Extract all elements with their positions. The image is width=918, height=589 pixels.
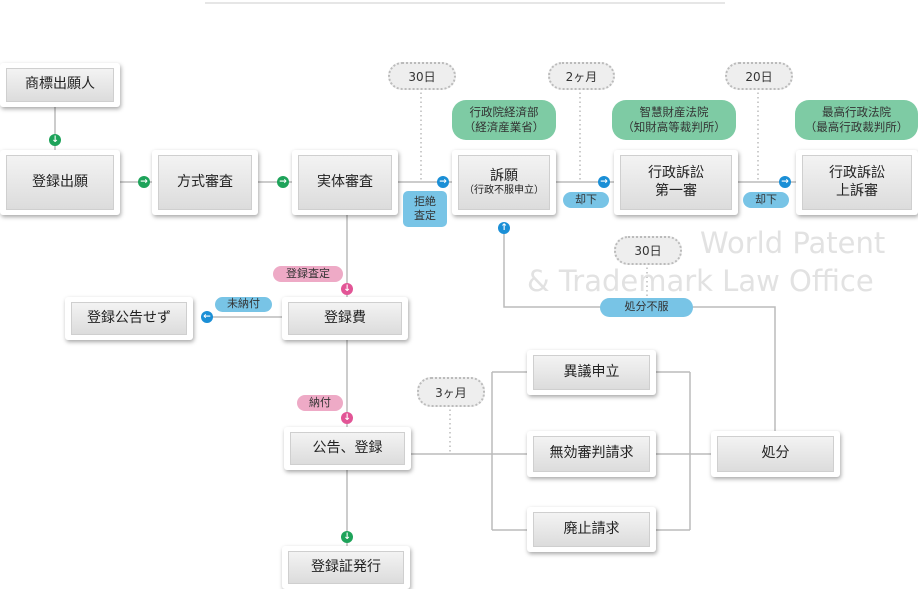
box-upper-instance: 行政訴訟上訴審 bbox=[796, 150, 918, 215]
box-substantive-exam: 実体審査 bbox=[292, 150, 398, 215]
agency-supreme-court: 最高行政法院（最高行政裁判所） bbox=[795, 100, 918, 140]
period-3-months: 3ヶ月 bbox=[417, 377, 485, 407]
arrow-down-icon: ↓ bbox=[341, 412, 353, 424]
box-disposition: 処分 bbox=[711, 431, 840, 477]
period-2-months: 2ヶ月 bbox=[548, 62, 615, 90]
box-publication: 公告、登録 bbox=[284, 427, 411, 470]
arrow-down-icon: ↓ bbox=[49, 134, 61, 146]
connector-lines bbox=[54, 2, 796, 546]
label-dismissal-1: 却下 bbox=[563, 192, 609, 208]
label-dispute: 処分不服 bbox=[600, 298, 693, 317]
box-formal-exam: 方式審査 bbox=[152, 150, 258, 215]
box-cancellation: 廃止請求 bbox=[527, 507, 656, 552]
arrow-right-icon: → bbox=[779, 176, 791, 188]
box-registration-fee: 登録費 bbox=[282, 297, 408, 340]
period-30-days: 30日 bbox=[388, 62, 456, 90]
box-certificate: 登録証発行 bbox=[282, 546, 410, 589]
label-grant: 登録査定 bbox=[273, 266, 343, 282]
label-rejection: 拒絶査定 bbox=[403, 191, 447, 227]
period-20-days: 20日 bbox=[725, 62, 793, 90]
label-dismissal-2: 却下 bbox=[743, 192, 789, 208]
label-unpaid: 未納付 bbox=[215, 297, 272, 312]
agency-ip-court: 智慧財産法院（知財高等裁判所） bbox=[612, 100, 736, 140]
box-filing: 登録出願 bbox=[0, 150, 120, 215]
label-paid: 納付 bbox=[297, 395, 343, 411]
arrow-right-icon: → bbox=[437, 176, 449, 188]
period-30-days-2: 30日 bbox=[614, 236, 682, 265]
agency-moea: 行政院経済部（経済産業省） bbox=[452, 100, 556, 140]
watermark-line-2: & Trademark Law Office bbox=[527, 264, 874, 298]
arrow-up-icon: ↑ bbox=[498, 222, 510, 234]
box-opposition: 異議申立 bbox=[527, 350, 656, 395]
box-no-publication: 登録公告せず bbox=[65, 297, 193, 340]
arrow-right-icon: → bbox=[598, 176, 610, 188]
box-applicant: 商標出願人 bbox=[0, 63, 120, 107]
box-appeal: 訴願（行政不服申立） bbox=[452, 150, 556, 215]
box-invalidation: 無効審判請求 bbox=[527, 431, 656, 477]
watermark-line-1: World Patent bbox=[700, 226, 886, 260]
arrow-down-icon: ↓ bbox=[341, 531, 353, 543]
arrow-right-icon: → bbox=[277, 176, 289, 188]
box-first-instance: 行政訴訟第一審 bbox=[614, 150, 738, 215]
arrow-right-icon: → bbox=[138, 176, 150, 188]
arrow-down-icon: ↓ bbox=[341, 283, 353, 295]
arrow-left-icon: ← bbox=[201, 311, 213, 323]
